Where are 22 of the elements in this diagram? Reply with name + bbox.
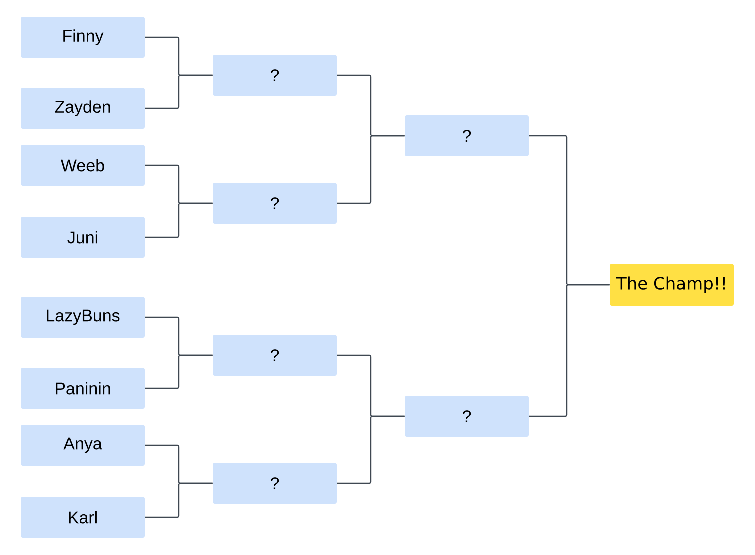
match-box: ? [213,55,337,96]
player-box: LazyBuns [21,297,145,338]
player-box: Anya [21,425,145,466]
bracket-line [529,284,610,418]
bracket-line [337,416,405,484]
bracket-line [145,482,213,518]
bracket-line [145,202,213,238]
bracket-line [145,354,213,390]
bracket-line [145,74,213,110]
bracket-line [337,135,405,204]
player-box: Juni [21,217,145,258]
match-box: ? [213,183,337,224]
player-box: Karl [21,497,145,538]
match-box: ? [405,396,529,437]
player-box: Weeb [21,145,145,186]
player-box: Paninin [21,368,145,409]
match-box: ? [213,463,337,504]
player-box: Finny [21,17,145,58]
champion-box: The Champ!! [610,264,734,306]
player-box: Zayden [21,88,145,129]
match-box: ? [213,335,337,376]
match-box: ? [405,116,529,156]
